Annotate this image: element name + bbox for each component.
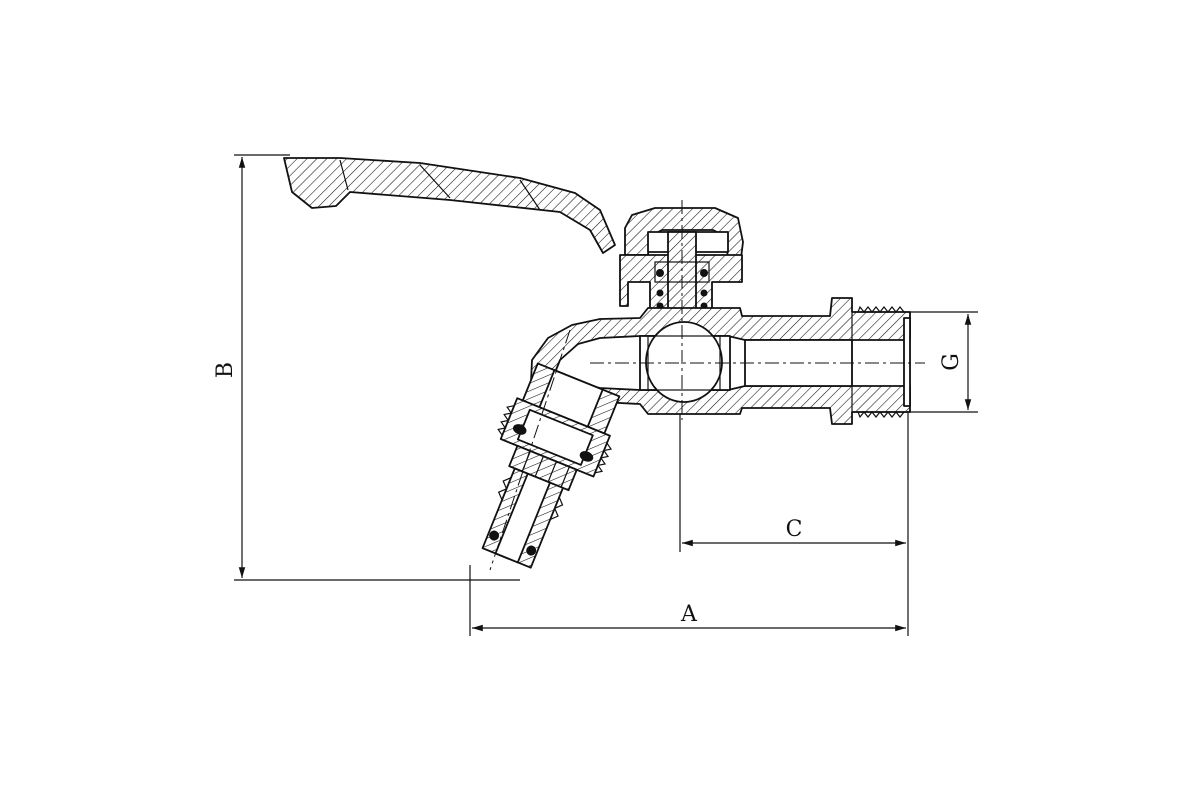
valve-body	[529, 297, 911, 425]
spout	[481, 362, 621, 569]
o-ring-seal	[656, 269, 664, 277]
dimension-b-label: B	[213, 362, 238, 378]
dimension-g: G	[910, 311, 978, 413]
dimension-a: A	[469, 412, 909, 636]
dimension-a-label: A	[680, 602, 698, 627]
ball	[645, 321, 723, 403]
dimension-g-label: G	[939, 353, 964, 371]
lever-handle	[283, 157, 616, 254]
dimension-c-label: C	[786, 517, 803, 542]
dimension-c: C	[679, 414, 906, 552]
dimension-b: B	[213, 154, 520, 581]
spout-centerline	[489, 329, 571, 571]
